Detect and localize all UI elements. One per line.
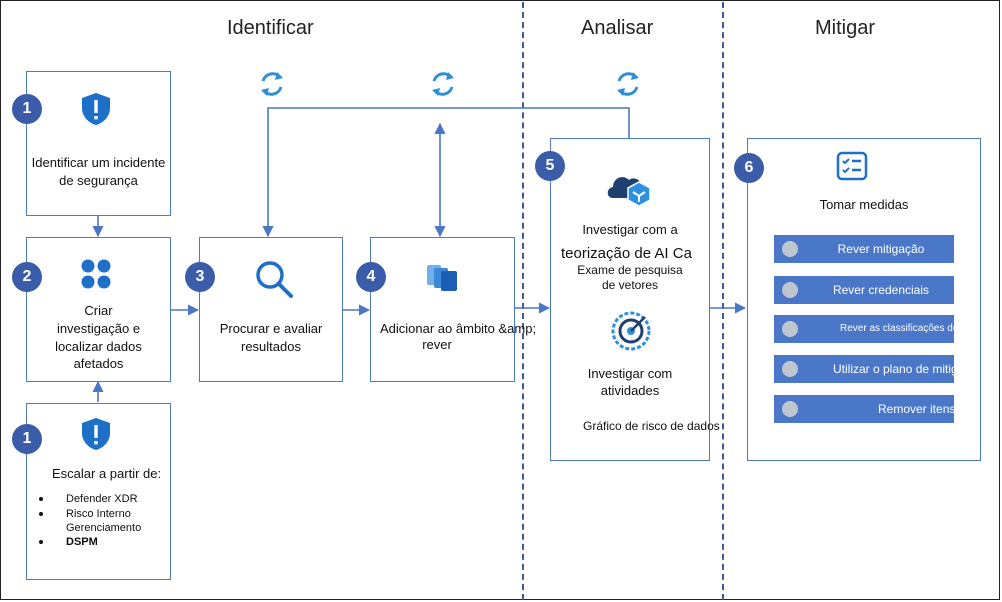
step-2-line-4: afetados [73, 356, 124, 371]
phase-divider-1 [522, 2, 524, 600]
shield-alert-icon [82, 93, 110, 125]
step-create-investigation[interactable] [26, 237, 171, 382]
checklist-icon [836, 151, 868, 181]
stacked-cards-icon [427, 265, 457, 291]
action-label: Rever mitigação [837, 242, 925, 256]
step-badge: 5 [535, 151, 565, 181]
step-4-line-2: rever [422, 337, 452, 352]
step-2-line-2: investigação e [56, 321, 141, 336]
step-5-line-6: atividades [600, 383, 660, 398]
action-button[interactable]: Utilizar o plano de mitigação [774, 355, 954, 383]
step-3-line-2: resultados [241, 339, 301, 354]
escalate-source: Risco Interno [39, 508, 131, 520]
action-label: Remover itens [878, 402, 954, 416]
escalate-source-continued: Gerenciamento [66, 522, 142, 534]
step-5-line-4: de vetores [601, 278, 659, 292]
step-5-line-7: Gráfico de risco de dados [583, 419, 720, 433]
step-5-line-3: Exame de pesquisa [577, 263, 683, 277]
four-dots-icon [81, 259, 111, 289]
escalate-source: Defender XDR [39, 493, 138, 505]
refresh-cycle-icon [432, 72, 454, 96]
phase-title-analyze: Analisar [581, 17, 654, 39]
action-button[interactable]: Remover itens [774, 395, 954, 423]
refresh-cycle-icon [261, 72, 283, 96]
step-badge: 1 [12, 424, 42, 454]
magnifier-icon [256, 261, 293, 298]
cloud-cube-icon [607, 177, 651, 207]
step-badge: 2 [12, 262, 42, 292]
step-4-line-1: Adicionar ao âmbito &amp; [380, 321, 537, 336]
step-2-line-3: localizar dados [55, 339, 142, 354]
step-2-line-1: Criar [84, 303, 113, 318]
check-circle-icon [782, 401, 798, 417]
refresh-cycle-icon [617, 72, 639, 96]
action-button[interactable]: Rever credenciais [774, 276, 954, 304]
step-add-to-scope[interactable] [370, 237, 515, 382]
escalate-title: Escalar a partir de: [52, 466, 162, 481]
action-button[interactable]: Rever mitigação [774, 235, 954, 263]
escalate-source: DSPM [39, 536, 98, 548]
step-badge: 3 [185, 262, 215, 292]
check-circle-icon [782, 321, 798, 337]
check-circle-icon [782, 241, 798, 257]
shield-alert-icon [82, 418, 110, 450]
phase-divider-2 [722, 2, 724, 600]
step-1-line-1: Identificar um incidente [31, 155, 166, 170]
radar-icon [611, 311, 651, 351]
step-3-line-1: Procurar e avaliar [219, 321, 323, 336]
phase-title-mitigate: Mitigar [815, 17, 876, 39]
action-button[interactable]: Rever as classificações de [774, 315, 954, 343]
action-label: Rever as classificações de [840, 323, 954, 334]
step-badge: 4 [356, 262, 386, 292]
step-badge: 6 [734, 153, 764, 183]
phase-title-identify: Identificar [227, 17, 314, 39]
take-action-title: Tomar medidas [819, 197, 909, 212]
step-badge: 1 [12, 94, 42, 124]
check-circle-icon [782, 361, 798, 377]
step-5-line-2: teorização de AI Ca [561, 245, 692, 262]
action-label: Rever credenciais [832, 283, 930, 297]
check-circle-icon [782, 282, 798, 298]
step-5-line-5: Investigar com [587, 366, 673, 381]
step-5-line-1: Investigar com a [582, 222, 678, 237]
step-search-evaluate[interactable] [199, 237, 343, 382]
step-1-line-2: de segurança [59, 173, 138, 188]
action-label: Utilizar o plano de mitigação [833, 362, 954, 376]
